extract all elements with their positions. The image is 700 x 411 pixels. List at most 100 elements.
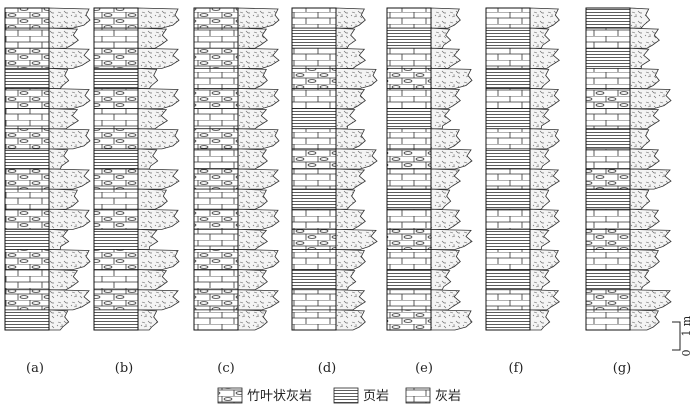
layer-limestone <box>386 88 432 110</box>
layer-zhuye <box>585 88 631 110</box>
weathering-profile <box>629 269 651 291</box>
layer-zhuye <box>4 208 50 230</box>
weathering-profile <box>335 269 357 291</box>
weathering-profile <box>48 309 70 331</box>
weathering-profile <box>430 208 461 230</box>
layer-zhuye <box>193 168 239 190</box>
weathering-profile <box>430 108 452 130</box>
layer-limestone <box>291 208 337 230</box>
layer-limestone <box>585 249 631 271</box>
weathering-profile <box>237 168 280 190</box>
layer-limestone <box>193 148 239 170</box>
scale-unit: m <box>680 315 693 326</box>
layer-limestone <box>585 27 631 49</box>
layer-zhuye <box>291 67 337 89</box>
weathering-profile <box>48 148 70 170</box>
legend-item-limestone: 灰岩 <box>405 387 461 404</box>
layer-limestone <box>93 188 139 210</box>
weathering-profile <box>237 208 280 230</box>
weathering-profile <box>48 289 91 311</box>
weathering-profile <box>137 88 180 110</box>
weathering-profile <box>137 27 168 49</box>
weathering-profile <box>629 208 660 230</box>
column-label: (b) <box>115 361 133 376</box>
weathering-profile <box>529 47 560 69</box>
layer-zhuye <box>291 148 337 170</box>
weathering-profile <box>48 7 91 29</box>
layer-zhuye <box>4 88 50 110</box>
weathering-profile <box>237 108 268 130</box>
layer-zhuye <box>193 7 239 29</box>
weathering-profile <box>48 228 70 250</box>
layer-limestone <box>291 88 337 110</box>
layer-shale <box>93 67 139 89</box>
weathering-profile <box>430 148 473 170</box>
section-column <box>193 7 280 331</box>
weathering-profile <box>430 309 473 331</box>
layer-zhuye <box>93 47 139 69</box>
weathering-profile <box>137 47 180 69</box>
section-column <box>485 7 560 331</box>
weathering-profile <box>629 168 672 190</box>
weathering-profile <box>48 67 70 89</box>
layer-shale <box>386 27 432 49</box>
weathering-profile <box>137 67 159 89</box>
layer-zhuye <box>386 67 432 89</box>
weathering-profile <box>48 108 79 130</box>
column-label: (a) <box>26 361 44 376</box>
legend-swatch-zhuye <box>217 387 243 404</box>
column-frame <box>291 7 337 331</box>
layer-zhuye <box>585 289 631 311</box>
weathering-profile <box>629 309 660 331</box>
layer-limestone <box>193 67 239 89</box>
weathering-profile <box>137 309 159 331</box>
layer-limestone <box>93 108 139 130</box>
legend-item-shale: 页岩 <box>333 387 389 404</box>
weathering-profile <box>529 67 551 89</box>
layer-limestone <box>291 47 337 69</box>
layer-shale <box>585 7 631 29</box>
layer-shale <box>4 309 50 331</box>
layer-limestone <box>386 128 432 150</box>
weathering-profile <box>529 168 560 190</box>
layer-zhuye <box>585 228 631 250</box>
layer-zhuye <box>193 289 239 311</box>
weathering-profile <box>335 289 366 311</box>
weathering-profile <box>335 27 357 49</box>
layer-limestone <box>386 47 432 69</box>
weathering-profile <box>430 7 461 29</box>
weathering-profile <box>629 88 672 110</box>
layer-shale <box>485 228 531 250</box>
layer-shale <box>291 188 337 210</box>
layer-limestone <box>485 88 531 110</box>
weathering-profile <box>430 269 452 291</box>
weathering-profile <box>237 309 268 331</box>
weathering-profile <box>137 249 180 271</box>
layer-limestone <box>193 188 239 210</box>
layer-zhuye <box>93 168 139 190</box>
layer-limestone <box>93 27 139 49</box>
weathering-profile <box>237 47 280 69</box>
layer-limestone <box>291 289 337 311</box>
layer-limestone <box>485 168 531 190</box>
layer-shale <box>585 47 631 69</box>
column-label: (e) <box>415 361 433 376</box>
weathering-profile <box>48 208 91 230</box>
layer-limestone <box>4 27 50 49</box>
weathering-profile <box>237 289 280 311</box>
weathering-profile <box>629 148 660 170</box>
layer-zhuye <box>193 249 239 271</box>
scale-bar: 0 1 m <box>672 315 693 357</box>
weathering-profile <box>335 249 366 271</box>
layer-zhuye <box>386 309 432 331</box>
weathering-profile <box>137 148 159 170</box>
layer-zhuye <box>4 249 50 271</box>
layer-zhuye <box>291 228 337 250</box>
column-label: (d) <box>318 361 336 376</box>
weathering-profile <box>629 289 672 311</box>
column-labels: (a) (b) (c) (d) (e) (f) (g) <box>26 361 631 376</box>
layer-shale <box>585 128 631 150</box>
weathering-profile <box>430 88 461 110</box>
layer-zhuye <box>4 289 50 311</box>
layer-limestone <box>585 148 631 170</box>
